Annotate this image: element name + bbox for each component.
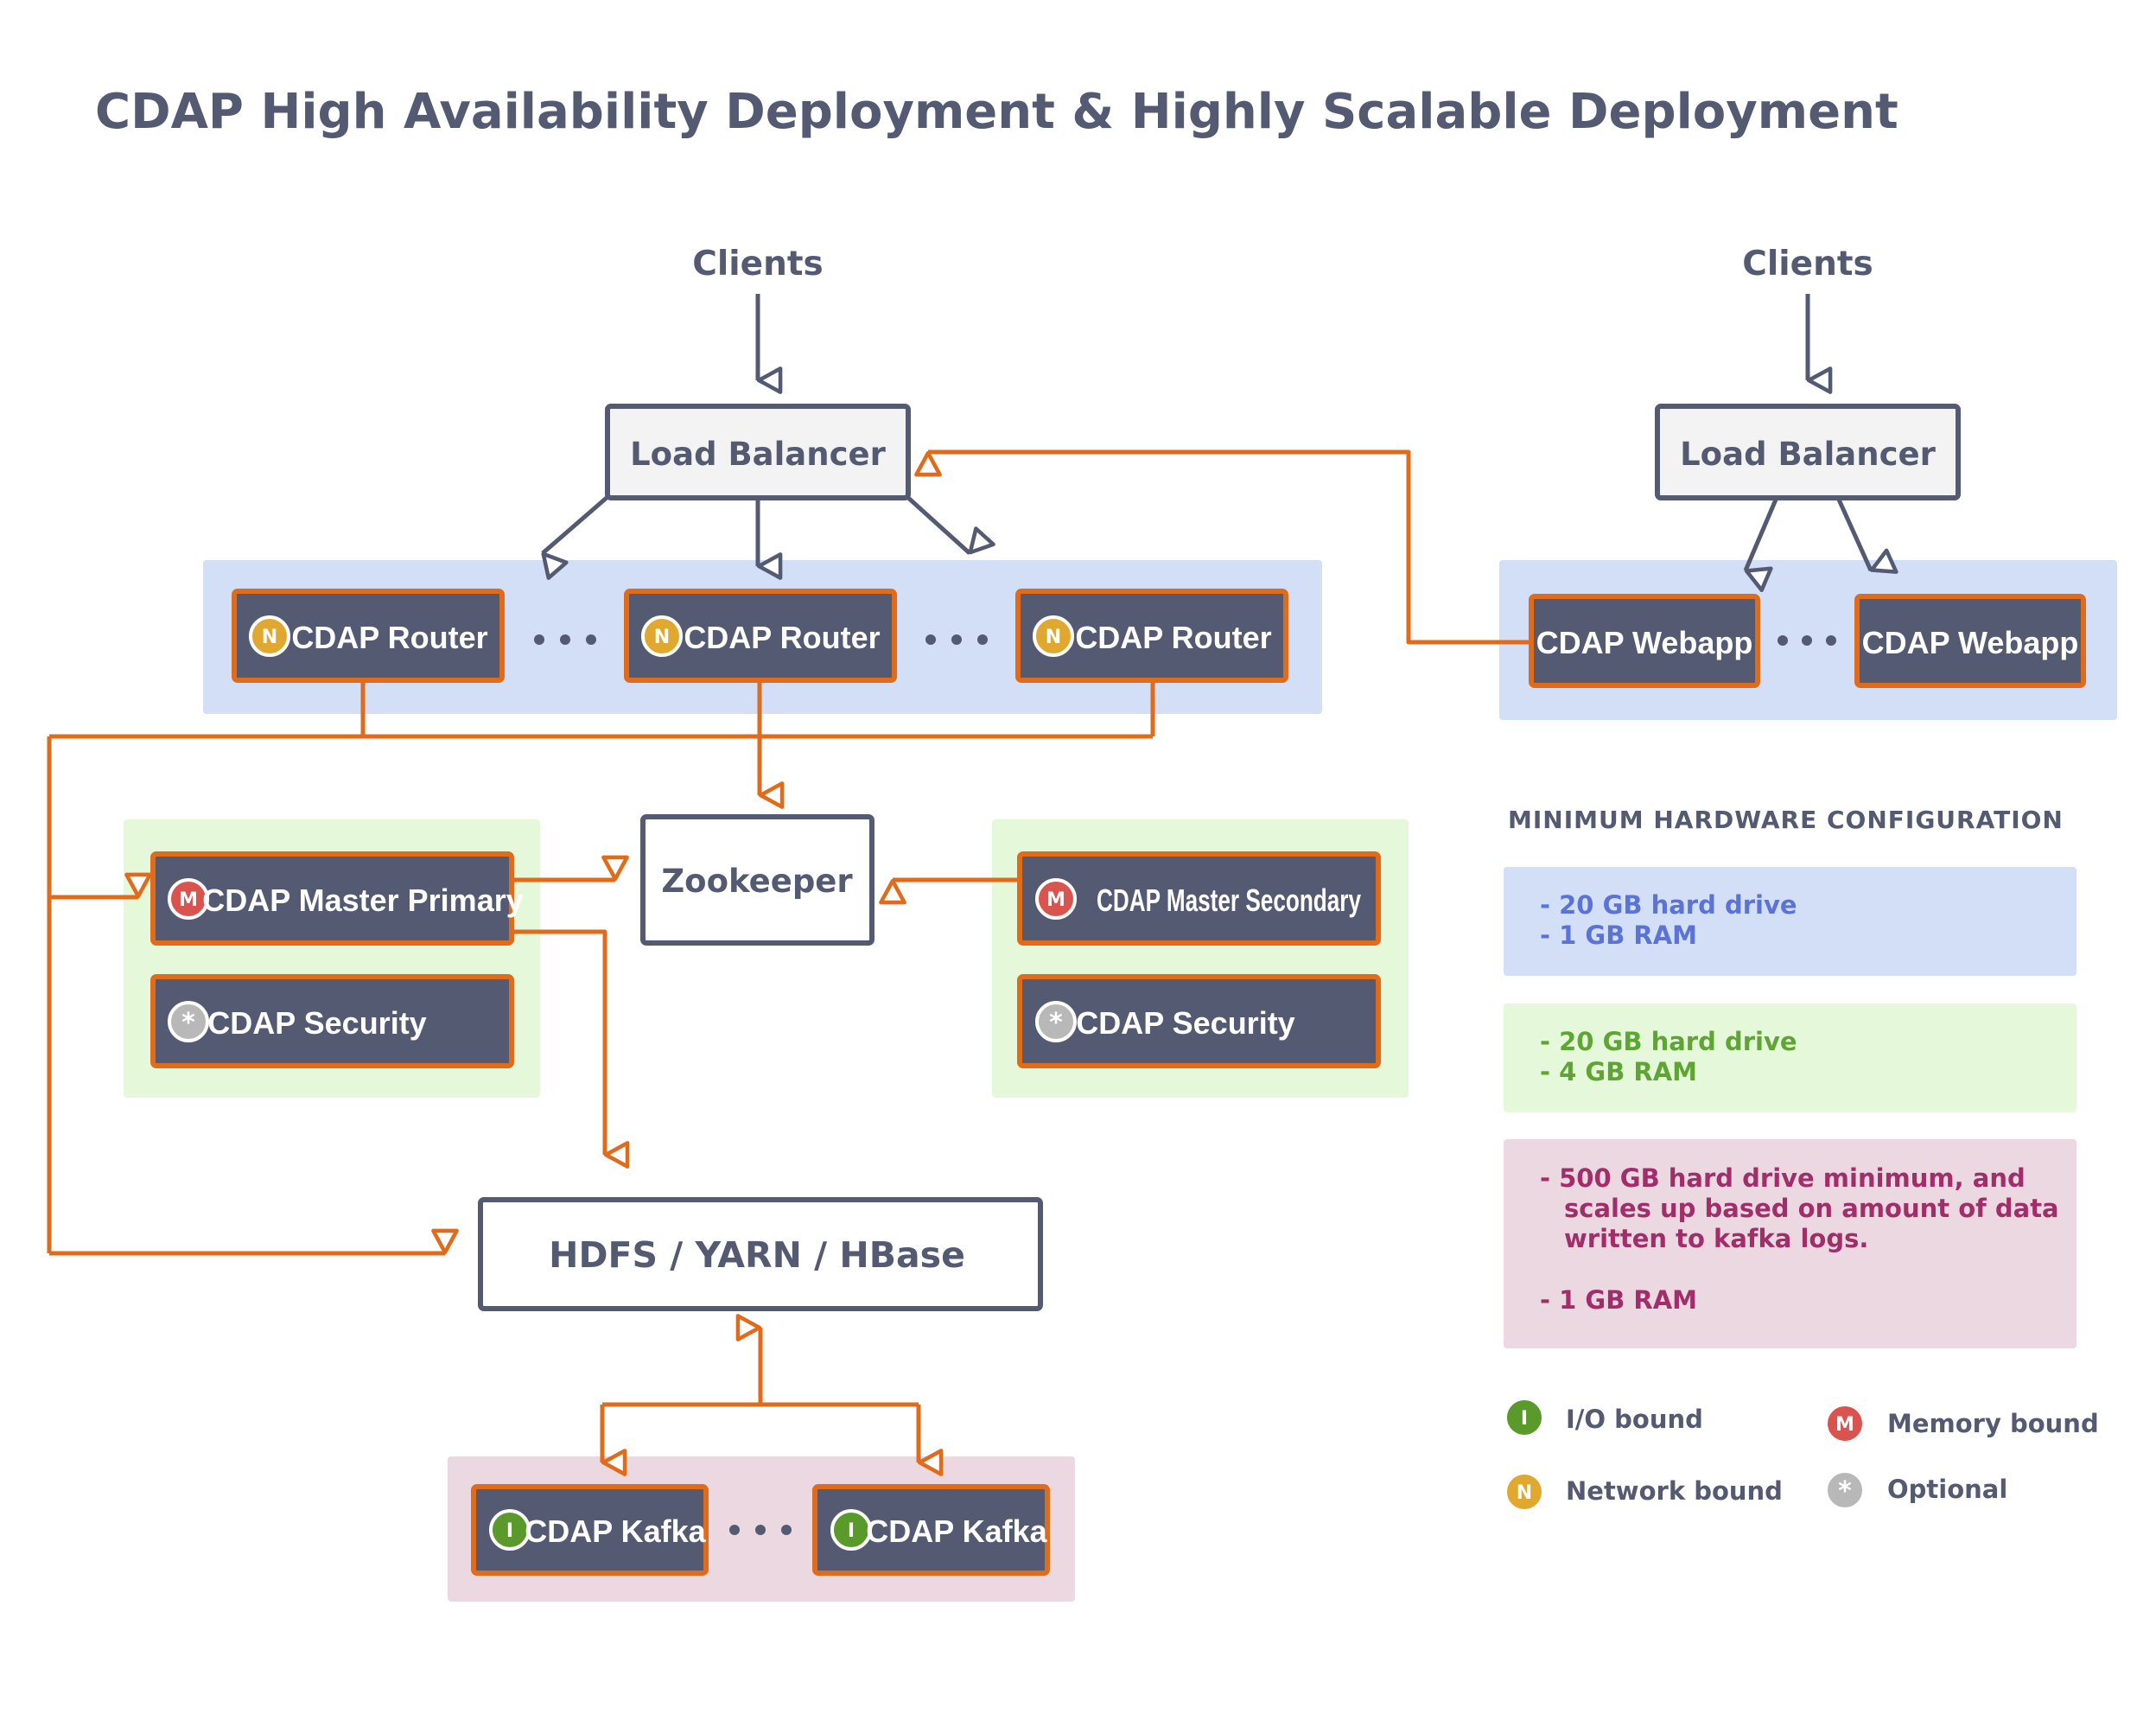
legend-badge: N: [1517, 1482, 1532, 1504]
badge-letter: M: [179, 889, 198, 911]
cdap-router-1[interactable]: N CDAP Router: [232, 589, 505, 683]
legend-io-bound: I I/O bound: [1504, 1397, 1703, 1438]
diagram-title: CDAP High Availability Deployment & High…: [95, 84, 1898, 140]
webapp-label: CDAP Webapp: [1862, 625, 2079, 660]
router-ellipsis-2: [925, 634, 988, 645]
legend-badge: M: [1835, 1414, 1854, 1436]
legend-label: Optional: [1887, 1475, 2007, 1504]
cdap-kafka-2[interactable]: I CDAP Kafka: [812, 1484, 1050, 1576]
hadoop-box[interactable]: HDFS / YARN / HBase: [478, 1197, 1043, 1311]
io-bound-icon: [1504, 1397, 1545, 1438]
router-ellipsis-1: [534, 634, 596, 645]
webapp-ellipsis: [1778, 635, 1836, 646]
cdap-master-primary[interactable]: M CDAP Master Primary: [150, 851, 524, 946]
legend-optional: * Optional: [1824, 1469, 2007, 1511]
hardware-blue-line-1: - 20 GB hard drive: [1540, 890, 1797, 920]
cdap-webapp-2[interactable]: CDAP Webapp: [1854, 594, 2086, 688]
badge-letter: I: [848, 1520, 855, 1542]
network-bound-icon: [249, 615, 290, 657]
zookeeper-box[interactable]: Zookeeper: [640, 814, 874, 946]
kafka-label: CDAP Kafka: [525, 1513, 706, 1549]
cdap-kafka-1[interactable]: I CDAP Kafka: [471, 1484, 709, 1576]
gray-connectors: [541, 294, 1898, 593]
badge-letter: M: [1046, 889, 1065, 911]
security-primary-label: CDAP Security: [207, 1005, 426, 1041]
badge-letter: N: [654, 627, 670, 648]
load-balancer-left[interactable]: Load Balancer: [605, 404, 911, 500]
optional-icon: [1035, 1001, 1077, 1042]
hardware-blue-line-2: - 1 GB RAM: [1540, 921, 1697, 950]
router-label: CDAP Router: [291, 620, 487, 655]
clients-label-right: Clients: [1742, 245, 1873, 284]
legend-label: Memory bound: [1887, 1409, 2099, 1438]
hardware-green-panel: [1504, 1004, 2077, 1112]
load-balancer-left-label: Load Balancer: [630, 436, 887, 473]
legend-label: I/O bound: [1566, 1405, 1703, 1434]
legend-badge: I: [1521, 1408, 1528, 1430]
orange-connectors: [47, 449, 1531, 1476]
hardware-pink-line-1: - 500 GB hard drive minimum, and: [1540, 1163, 2026, 1193]
badge-letter: *: [181, 1008, 195, 1038]
load-balancer-right-label: Load Balancer: [1680, 436, 1937, 473]
legend-memory-bound: M Memory bound: [1824, 1403, 2099, 1444]
hardware-pink-line-3: written to kafka logs.: [1564, 1224, 1868, 1253]
optional-icon: [1824, 1469, 1866, 1511]
router-label: CDAP Router: [1075, 620, 1271, 655]
hardware-green-line-2: - 4 GB RAM: [1540, 1057, 1697, 1086]
cdap-security-primary[interactable]: * CDAP Security: [150, 974, 514, 1068]
hadoop-label: HDFS / YARN / HBase: [549, 1234, 965, 1276]
legend-label: Network bound: [1566, 1476, 1783, 1506]
badge-letter: N: [1046, 627, 1061, 648]
badge-letter: I: [506, 1520, 513, 1542]
hardware-pink-panel: [1504, 1139, 2077, 1348]
cdap-router-3[interactable]: N CDAP Router: [1015, 589, 1288, 683]
security-secondary-label: CDAP Security: [1076, 1005, 1294, 1041]
hardware-pink-line-2: scales up based on amount of data: [1564, 1194, 2059, 1223]
badge-letter: N: [262, 627, 277, 648]
network-bound-icon: [1504, 1471, 1545, 1513]
io-bound-icon: [830, 1509, 872, 1551]
cdap-master-secondary[interactable]: M CDAP Master Secondary: [1017, 851, 1381, 946]
kafka-ellipsis: [729, 1525, 792, 1535]
memory-bound-icon: [1824, 1403, 1866, 1444]
memory-bound-icon: [1035, 878, 1077, 920]
network-bound-icon: [1033, 615, 1074, 657]
clients-label-left: Clients: [692, 245, 823, 284]
hardware-pink-line-4: - 1 GB RAM: [1540, 1285, 1697, 1315]
master-secondary-label: CDAP Master Secondary: [1097, 882, 1361, 918]
legend-network-bound: N Network bound: [1504, 1471, 1783, 1513]
cdap-security-secondary[interactable]: * CDAP Security: [1017, 974, 1381, 1068]
io-bound-icon: [489, 1509, 531, 1551]
memory-bound-icon: [168, 878, 209, 920]
hardware-green-line-1: - 20 GB hard drive: [1540, 1027, 1797, 1056]
load-balancer-right[interactable]: Load Balancer: [1655, 404, 1961, 500]
webapp-label: CDAP Webapp: [1536, 625, 1753, 660]
legend-badge: *: [1838, 1476, 1852, 1507]
optional-icon: [168, 1001, 209, 1042]
cdap-router-2[interactable]: N CDAP Router: [624, 589, 897, 683]
network-bound-icon: [641, 615, 683, 657]
zookeeper-label: Zookeeper: [661, 863, 853, 900]
hardware-config-title: MINIMUM HARDWARE CONFIGURATION: [1508, 806, 2064, 834]
hardware-blue-panel: [1504, 867, 2077, 976]
router-label: CDAP Router: [684, 620, 880, 655]
master-primary-label: CDAP Master Primary: [202, 882, 524, 918]
cdap-webapp-1[interactable]: CDAP Webapp: [1529, 594, 1760, 688]
badge-letter: *: [1049, 1008, 1063, 1038]
kafka-label: CDAP Kafka: [866, 1513, 1047, 1549]
